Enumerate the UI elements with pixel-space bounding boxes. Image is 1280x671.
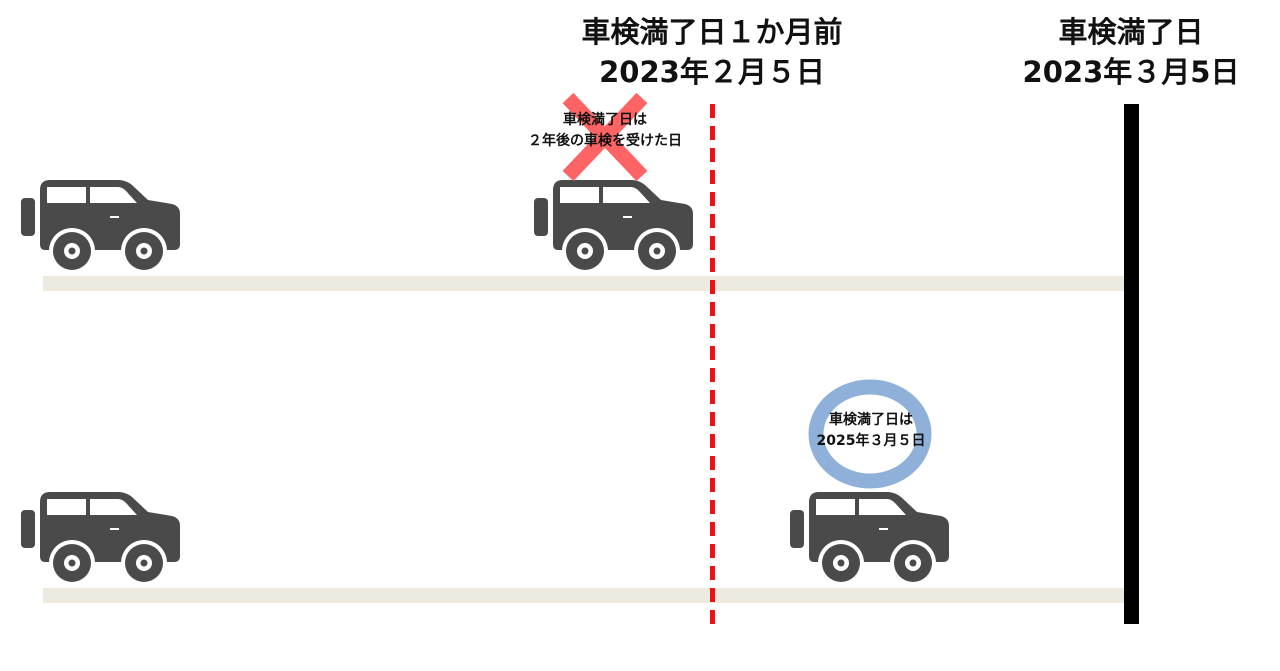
note-correct-line1: 車検満了日は (829, 412, 913, 428)
header-one-month-before-title: 車検満了日１か月前 (581, 15, 843, 49)
car-icon (789, 490, 951, 586)
car-icon (20, 178, 182, 274)
circle-icon (808, 379, 932, 489)
header-one-month-before-date: 2023年２月５日 (599, 55, 825, 89)
header-expiry: 車検満了日 2023年３月5日 (1023, 12, 1240, 92)
note-correct-expiry: 車検満了日は 2025年３月５日 (817, 410, 926, 452)
header-expiry-date: 2023年３月5日 (1022, 55, 1240, 89)
car-icon (20, 490, 182, 586)
expiry-deadline-line (1124, 104, 1139, 624)
car-icon (533, 178, 695, 274)
road-bottom (43, 588, 1125, 603)
cross-icon (562, 92, 648, 182)
one-month-before-dashed-line (710, 104, 715, 626)
header-one-month-before: 車検満了日１か月前 2023年２月５日 (581, 12, 842, 92)
road-top (43, 276, 1125, 291)
header-expiry-title: 車検満了日 (1058, 15, 1204, 49)
note-wrong-line2: ２年後の車検を受けた日 (528, 133, 682, 149)
note-wrong-expiry: 車検満了日は ２年後の車検を受けた日 (528, 110, 682, 152)
note-correct-line2: 2025年３月５日 (816, 433, 926, 449)
note-wrong-line1: 車検満了日は (563, 112, 647, 128)
